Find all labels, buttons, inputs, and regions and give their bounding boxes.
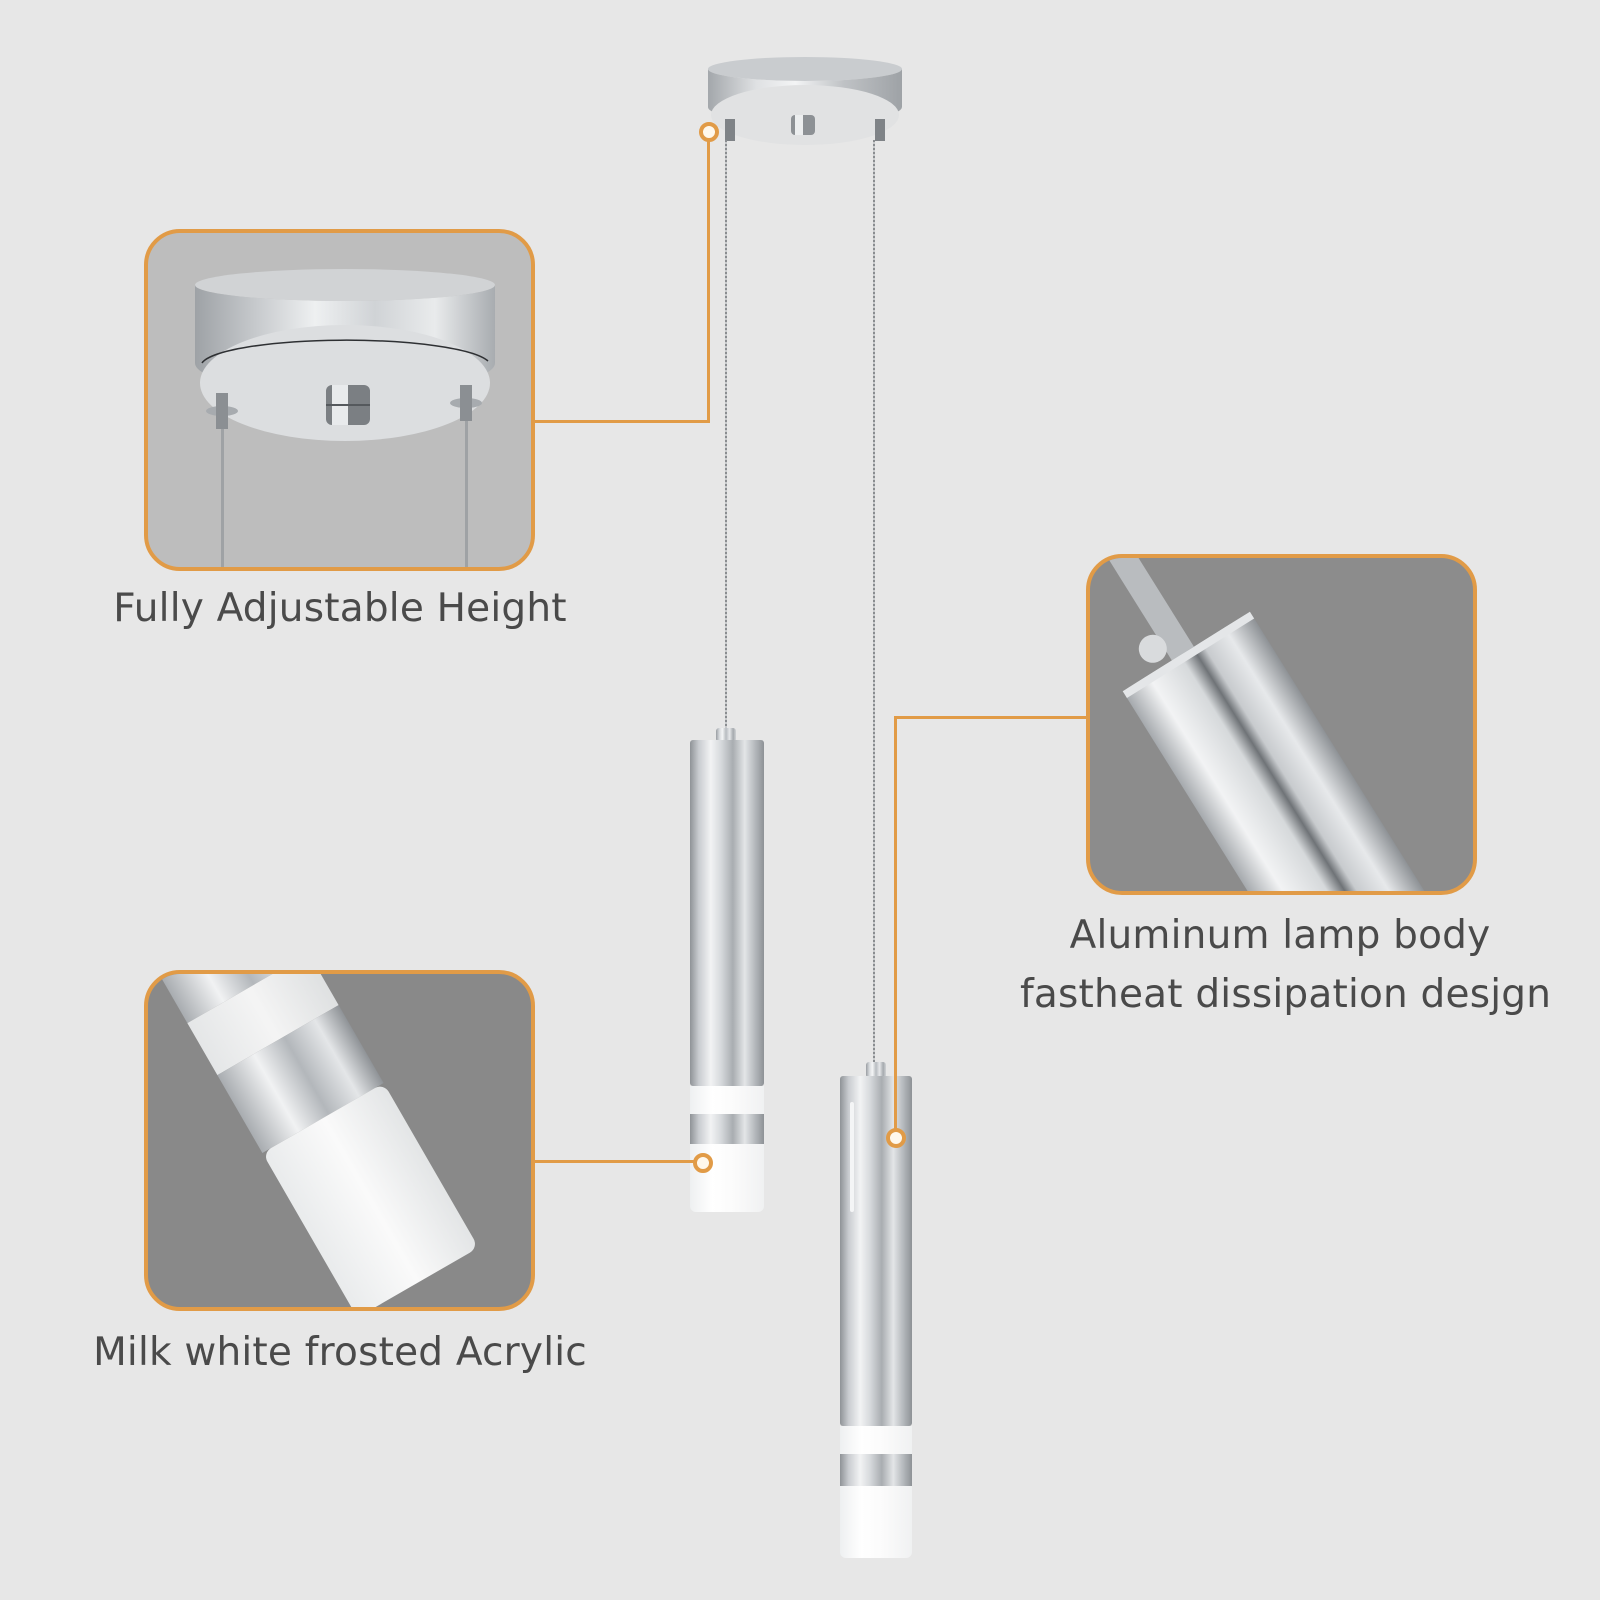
connector-line-acrylic: [535, 1160, 695, 1163]
callout-marker-canopy: [699, 122, 719, 142]
connector-line-canopy-h: [535, 420, 710, 423]
canopy-detail-icon: [195, 269, 495, 567]
callout-marker-body: [886, 1128, 906, 1148]
caption-aluminum-body-line1: Aluminum lamp body: [1069, 913, 1491, 958]
pendant-long: [840, 1062, 912, 1558]
suspension-cable-left: [725, 140, 727, 732]
connector-line-body-h: [894, 716, 1086, 719]
detail-panel-canopy: [144, 229, 535, 571]
suspension-cable-right: [873, 140, 875, 1065]
caption-frosted-acrylic: Milk white frosted Acrylic: [93, 1330, 587, 1375]
lamp-body-detail-icon: [1108, 558, 1439, 891]
detail-panel-acrylic: [144, 970, 535, 1311]
caption-aluminum-body-line2: fastheat dissipation desjgn: [1020, 972, 1552, 1017]
caption-adjustable-height: Fully Adjustable Height: [113, 586, 567, 631]
pendant-short: [690, 728, 764, 1213]
connector-line-body-v: [894, 716, 897, 1130]
ceiling-canopy: [705, 55, 905, 155]
connector-line-canopy-v: [707, 134, 710, 423]
callout-marker-acrylic: [693, 1153, 713, 1173]
detail-panel-lamp-body: [1086, 554, 1477, 895]
canopy-icon: [708, 57, 902, 145]
acrylic-diffuser-detail-icon: [148, 974, 475, 1307]
